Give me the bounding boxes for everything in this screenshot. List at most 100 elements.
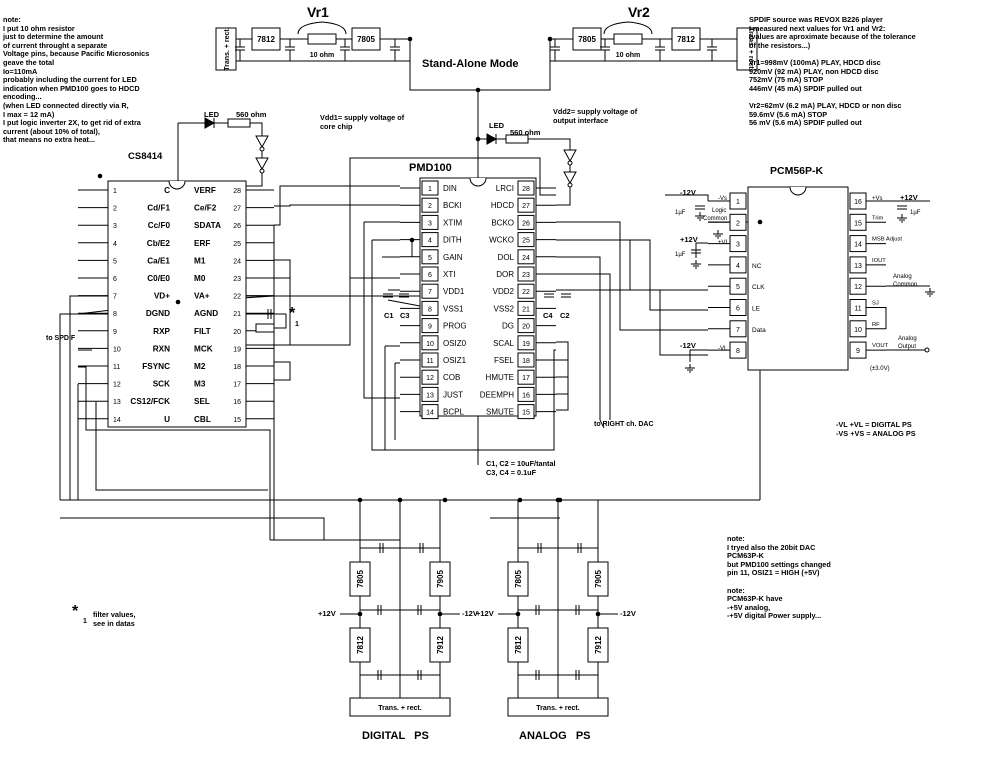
wire	[556, 239, 708, 291]
regulator-label: 7905	[436, 570, 445, 588]
note-line: PCM63P-K have	[727, 594, 783, 604]
wire	[689, 349, 708, 362]
wire	[556, 341, 569, 411]
pin-number: 12	[854, 284, 862, 291]
pin-name: FILT	[194, 327, 211, 336]
note-line: that means no extra heat...	[3, 135, 96, 145]
wire	[274, 204, 400, 207]
pin-number: 15	[522, 410, 530, 417]
vr1-label: Vr1	[307, 4, 329, 20]
pcm56-pin-box	[849, 213, 867, 231]
digital-trans-rect	[349, 697, 451, 717]
trans-rect-label: Trans. + rect.	[747, 27, 754, 70]
pin-number: 21	[522, 306, 530, 313]
analog-trans-rect	[507, 697, 609, 717]
wire	[528, 138, 571, 150]
resistor-560-ohm	[227, 118, 251, 128]
wire	[69, 295, 78, 500]
junction-dot	[407, 36, 413, 42]
pin-number: 24	[522, 255, 530, 262]
wire	[274, 361, 291, 381]
cap-label: 1µF	[675, 252, 686, 258]
note-line: -VL +VL = DIGITAL PS	[836, 420, 912, 429]
pin-name: U	[164, 415, 170, 424]
pin-number: 12	[426, 375, 434, 382]
pin-number: 5	[113, 258, 117, 265]
pin-name: PROG	[443, 322, 467, 331]
pin-name: Data	[752, 327, 766, 334]
note-line: Io=110mA	[3, 66, 38, 76]
pin-number: 7	[428, 289, 432, 296]
pin-name: DOR	[496, 270, 514, 279]
pin-name: DEEMPH	[480, 390, 514, 399]
junction-dot	[437, 611, 443, 617]
pcm56-pin-box	[729, 235, 747, 253]
pcm56-pin-box	[729, 277, 747, 295]
supply-label: +12V	[476, 609, 494, 618]
pin-name: VOUT	[872, 343, 889, 349]
regulator-7812	[507, 627, 529, 663]
pin-name: DGND	[146, 309, 170, 318]
wire	[478, 39, 551, 91]
note-line: encoding...	[3, 92, 42, 102]
pmd100-pin-box	[517, 232, 535, 248]
wire	[556, 187, 571, 206]
pcm56-pin-box	[849, 299, 867, 316]
wire	[246, 173, 263, 187]
agnd-star-sub: 1	[295, 321, 299, 328]
pin-name: DOL	[498, 253, 515, 262]
wire	[274, 259, 291, 346]
pmd100-pin-box	[421, 352, 439, 368]
pmd100-pin-box	[421, 232, 439, 248]
pin-name: BCKO	[491, 218, 514, 227]
cs8414-notch	[168, 180, 186, 190]
regulator-7912	[587, 627, 609, 663]
pin-number: 17	[233, 382, 241, 389]
regulator-label: 7812	[514, 636, 523, 654]
pcm-label: Common	[703, 216, 727, 222]
pcm56-pin-box	[729, 213, 747, 231]
note-line: Voltage pins, because Pacific Microsonic…	[3, 49, 150, 59]
pin-name: VERF	[194, 186, 216, 195]
junction-dot	[409, 237, 415, 243]
pmd100-pin-box	[421, 404, 439, 420]
pin-number: 24	[233, 258, 241, 265]
regulator-7912	[429, 627, 451, 663]
junction-dot	[515, 611, 521, 617]
pin-name: MCK	[194, 344, 213, 353]
pmd100-pin-box	[421, 249, 439, 265]
page-title: Stand-Alone Mode	[422, 58, 519, 70]
pin-name: XTI	[443, 270, 455, 279]
pin-name: MSB Adjust	[872, 237, 902, 243]
note-line: -+5V digital Power supply...	[727, 611, 822, 621]
digital-ps-label: DIGITAL PS	[362, 730, 429, 742]
pin-number: 11	[854, 306, 861, 313]
regulator-7812	[251, 27, 281, 51]
pin-number: 19	[522, 341, 530, 348]
pin-number: 19	[233, 346, 241, 353]
pcm56-pin-box	[729, 320, 747, 338]
wire	[274, 314, 287, 329]
pin-name: NC	[752, 263, 762, 270]
pmd100-pin-box	[517, 300, 535, 316]
junction-dot	[97, 173, 103, 179]
note-line: 920mV (92 mA) PLAY, non HDCD disc	[749, 66, 879, 76]
pin-name: CS12/FCK	[130, 397, 170, 406]
junction-dot	[555, 497, 561, 503]
note-line: Vr2=62mV (6.2 mA) PLAY, HDCD or non disc	[749, 100, 902, 110]
pmd100-chip	[419, 177, 537, 417]
wire	[556, 289, 708, 356]
pin-name: SJ	[872, 301, 879, 307]
pin-name: SCAL	[493, 339, 514, 348]
pin-name: ERF	[194, 239, 210, 248]
trans-rect-label: Trans. + rect.	[536, 705, 579, 712]
regulator-label: 7812	[257, 35, 275, 44]
pin-name: C0/E0	[147, 274, 170, 283]
pin-name: M1	[194, 256, 206, 265]
pin-number: 27	[522, 203, 530, 210]
note-line: pin 11, OSIZ1 = HIGH (+5V)	[727, 568, 820, 578]
trans-rect-right	[736, 27, 758, 71]
pin-name: HMUTE	[486, 373, 514, 382]
